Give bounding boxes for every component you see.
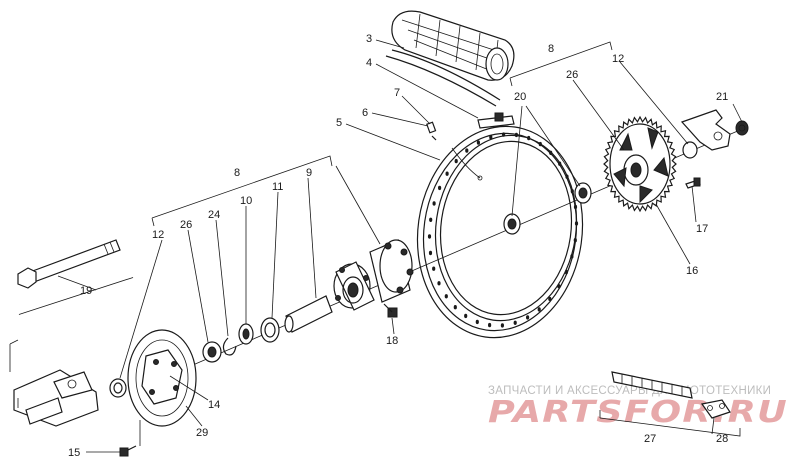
left-bearing-stack bbox=[109, 317, 280, 398]
spoke-hole bbox=[432, 201, 436, 206]
spoke-hole bbox=[548, 296, 552, 302]
rim-tape bbox=[385, 49, 501, 107]
spoke-hole bbox=[513, 320, 517, 325]
callout-27: 27 bbox=[644, 433, 656, 445]
spoke-hole bbox=[476, 140, 480, 145]
callout-14: 14 bbox=[208, 399, 220, 411]
callout-7: 7 bbox=[394, 87, 400, 99]
callout-8-front: 8 bbox=[234, 167, 240, 179]
rear-sprocket bbox=[603, 115, 677, 213]
watermark-brand: PARTSFOR.RU bbox=[488, 395, 788, 430]
spoke-hole bbox=[489, 135, 493, 140]
callout-10: 10 bbox=[240, 195, 252, 207]
axle-bracket bbox=[18, 277, 134, 315]
callout-9: 9 bbox=[306, 167, 312, 179]
group-bracket-front bbox=[151, 155, 333, 227]
spoke-hole bbox=[573, 238, 577, 243]
callout-26-front: 26 bbox=[180, 219, 192, 231]
callout-29: 29 bbox=[196, 427, 208, 439]
spoke-hole bbox=[465, 148, 469, 153]
callout-20: 20 bbox=[514, 91, 526, 103]
spoke-hole bbox=[445, 171, 449, 176]
spoke-hole bbox=[475, 319, 479, 325]
spoke-hole bbox=[500, 323, 504, 328]
disc-bolt bbox=[119, 445, 137, 457]
valve-parts bbox=[426, 112, 515, 141]
callout-28: 28 bbox=[716, 433, 728, 445]
callout-5: 5 bbox=[336, 117, 342, 129]
spoke-hole bbox=[538, 141, 542, 147]
wheel-hub bbox=[333, 239, 414, 311]
spoke-hole bbox=[527, 135, 531, 141]
callout-26-rear: 26 bbox=[566, 69, 578, 81]
spoke-hole bbox=[514, 132, 519, 138]
group-bracket-chain bbox=[599, 410, 741, 437]
spoke-hole bbox=[570, 189, 574, 194]
spoke-holes bbox=[427, 132, 579, 328]
spoke-hole bbox=[444, 294, 448, 299]
spoke-hole bbox=[565, 174, 569, 179]
spoke-hole bbox=[437, 281, 441, 286]
spoke-hole bbox=[558, 161, 562, 166]
callout-21: 21 bbox=[716, 91, 728, 103]
callout-17: 17 bbox=[696, 223, 708, 235]
callout-18: 18 bbox=[386, 335, 398, 347]
spoke-hole bbox=[453, 305, 457, 310]
wheel-rim bbox=[416, 125, 584, 339]
callout-6: 6 bbox=[362, 107, 368, 119]
callout-labels: 3 4 5 6 7 8 12 26 20 21 17 16 8 9 11 10 … bbox=[68, 33, 728, 459]
spoke-hole bbox=[557, 284, 561, 289]
leader-lines bbox=[57, 39, 743, 453]
chain-adjuster-rear bbox=[680, 109, 749, 189]
spoke-hole bbox=[573, 204, 578, 210]
spoke-hole bbox=[428, 250, 433, 256]
group-bracket-rear bbox=[509, 41, 613, 87]
spoke-hole bbox=[574, 221, 579, 226]
callout-16: 16 bbox=[686, 265, 698, 277]
spoke-hole bbox=[427, 234, 432, 239]
spoke-hole bbox=[488, 322, 492, 328]
spoke-hole bbox=[526, 315, 530, 320]
spacer-tube bbox=[284, 295, 333, 333]
callout-24: 24 bbox=[208, 209, 220, 221]
rear-axle bbox=[17, 239, 121, 289]
callout-4: 4 bbox=[366, 57, 372, 69]
spoke-hole bbox=[432, 266, 436, 271]
watermark-tagline: ЗАПЧАСТИ И АКСЕССУАРЫ ДЛЯ МОТОТЕХНИКИ bbox=[488, 385, 771, 397]
callout-12-rear: 12 bbox=[612, 53, 624, 65]
callout-3: 3 bbox=[366, 33, 372, 45]
spoke-hole bbox=[537, 307, 541, 312]
callout-11: 11 bbox=[272, 181, 283, 193]
spoke-hole bbox=[502, 132, 506, 137]
spoke-hole bbox=[454, 158, 458, 164]
hub-bolt bbox=[383, 303, 398, 318]
spoke-hole bbox=[570, 254, 574, 259]
drive-chain bbox=[611, 371, 731, 419]
tire-segment bbox=[391, 10, 515, 81]
callout-19: 19 bbox=[80, 285, 92, 297]
callout-12-front: 12 bbox=[152, 229, 164, 241]
spoke-hole bbox=[464, 313, 468, 319]
spoke-hole bbox=[564, 269, 569, 275]
spoke-hole bbox=[549, 150, 553, 155]
wheel-bearings bbox=[503, 182, 592, 235]
spoke-hole bbox=[429, 217, 433, 222]
swingarm-left bbox=[9, 339, 99, 427]
callout-15: 15 bbox=[68, 447, 80, 459]
brake-disc bbox=[127, 329, 197, 427]
spoke-hole bbox=[438, 185, 442, 191]
watermark: ЗАПЧАСТИ И АКСЕССУАРЫ ДЛЯ МОТОТЕХНИКИ PA… bbox=[488, 385, 788, 430]
callout-8-rear: 8 bbox=[548, 43, 554, 55]
